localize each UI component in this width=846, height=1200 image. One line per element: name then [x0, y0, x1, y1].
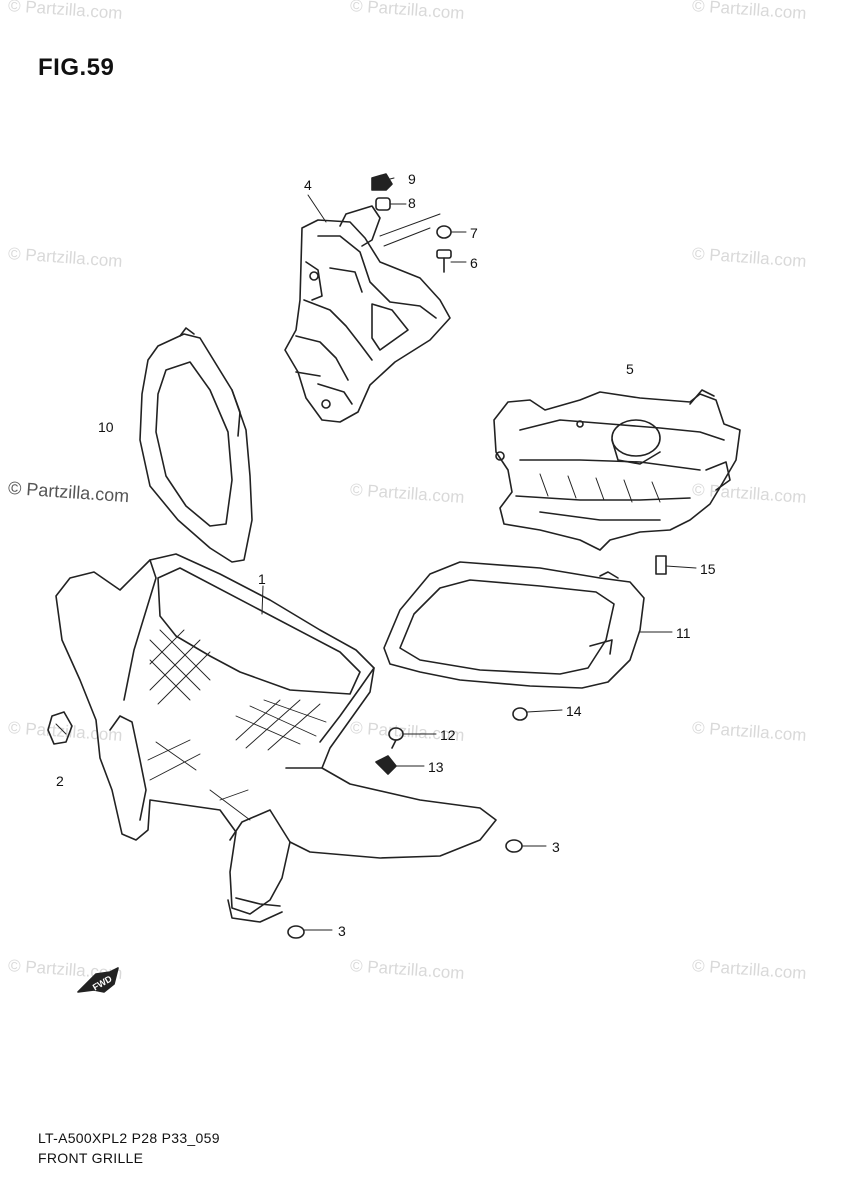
callout-7: 7 [470, 225, 478, 241]
diagram-caption: FRONT GRILLE [38, 1150, 144, 1166]
callout-9: 9 [408, 171, 416, 187]
part-14-screw[interactable] [512, 707, 563, 721]
part-7-washer[interactable] [436, 225, 467, 239]
callout-4: 4 [304, 177, 312, 193]
part-5-support[interactable] [493, 389, 741, 551]
part-12-screw[interactable] [388, 727, 437, 749]
figure-title: FIG.59 [38, 54, 115, 81]
part-11-housing[interactable] [383, 561, 645, 689]
callout-3: 3 [552, 839, 560, 855]
part-9-grommet[interactable] [371, 173, 393, 191]
part-3-screw-lower[interactable] [287, 925, 333, 939]
callout-13: 13 [428, 759, 444, 775]
callout-14: 14 [566, 703, 582, 719]
callout-2: 2 [56, 773, 64, 789]
callout-3: 3 [338, 923, 346, 939]
part-6-bolt[interactable] [436, 249, 467, 273]
callout-5: 5 [626, 361, 634, 377]
part-8-nut[interactable] [375, 197, 407, 211]
callout-6: 6 [470, 255, 478, 271]
callout-1: 1 [258, 571, 266, 587]
callout-15: 15 [700, 561, 716, 577]
diagram-code: LT-A500XPL2 P28 P33_059 [38, 1130, 220, 1146]
fwd-arrow-icon [77, 967, 119, 993]
part-10-cover[interactable] [139, 327, 253, 563]
callout-10: 10 [98, 419, 114, 435]
footer: LT-A500XPL2 P28 P33_059 FRONT GRILLE [38, 1128, 220, 1168]
part-4-bracket[interactable] [284, 205, 451, 423]
leader-lines [261, 177, 673, 633]
part-2-clip[interactable] [47, 711, 73, 745]
part-13-clip[interactable] [375, 755, 425, 775]
part-15-nut[interactable] [655, 555, 697, 575]
callout-12: 12 [440, 727, 456, 743]
part-1-grille[interactable] [55, 553, 497, 923]
callout-11: 11 [676, 625, 691, 641]
part-3-screw-right[interactable] [505, 839, 547, 853]
callout-8: 8 [408, 195, 416, 211]
